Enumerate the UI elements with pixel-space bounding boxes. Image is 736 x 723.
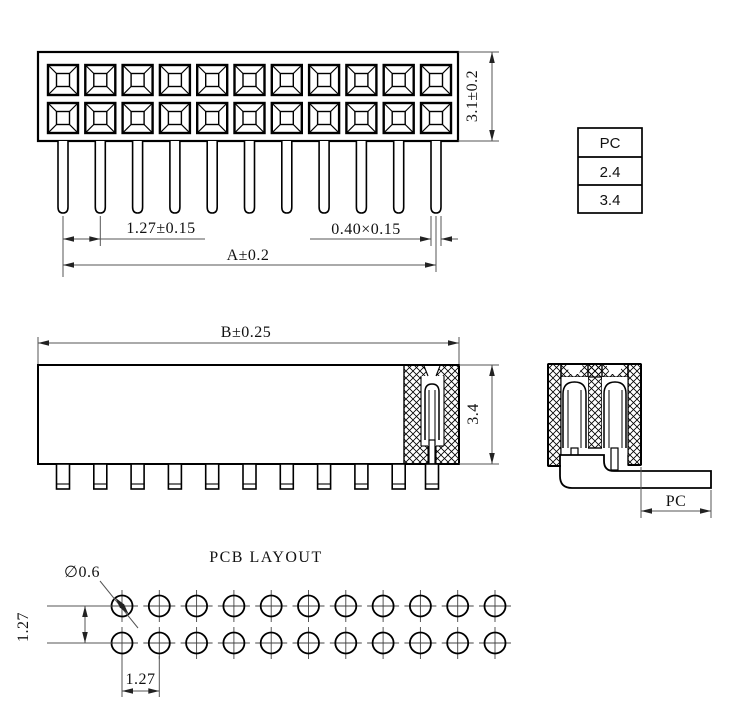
top-view-pins — [57, 141, 442, 214]
pc-table: PC 2.4 3.4 — [577, 127, 643, 214]
end-view-right-wall — [627, 363, 642, 466]
front-view: B±0.25 3.4 — [37, 324, 482, 490]
dim-front-height-label: 3.4 — [465, 403, 482, 425]
dimension-lines — [37, 51, 712, 697]
pcb-hole-grid — [106, 590, 511, 659]
socket-grid — [46, 63, 453, 135]
dim-overall-length-label: B±0.25 — [221, 324, 271, 341]
section-contact — [424, 383, 440, 440]
dim-hole-diameter-label: ∅0.6 — [64, 564, 100, 581]
end-view-contact-right — [603, 381, 627, 448]
end-section-view: PC — [547, 363, 712, 510]
front-view-housing — [37, 364, 460, 465]
top-view: 1.27±0.15 A±0.2 0.40×0.15 3.1±0.2 — [36, 50, 481, 264]
end-view-left-wall — [547, 363, 562, 467]
dim-pitch-label: 1.27±0.15 — [126, 220, 195, 237]
pc-table-value-2: 3.4 — [600, 192, 621, 209]
pcb-layout-title: PCB LAYOUT — [209, 549, 323, 566]
end-view-contact-left — [562, 381, 587, 448]
dim-pin-section-label: 0.40×0.15 — [331, 221, 401, 238]
pc-table-header: PC — [600, 135, 621, 152]
dim-column-pitch-label: 1.27 — [126, 671, 156, 688]
dim-lead-length-label: PC — [666, 493, 687, 510]
front-view-pins — [55, 463, 440, 490]
pc-table-value-1: 2.4 — [600, 164, 621, 181]
dim-row-pitch-label: 1.27 — [15, 612, 32, 642]
pcb-layout: PCB LAYOUT ∅0.6 1.27 1.27 — [15, 549, 511, 688]
pc-table-border — [577, 127, 643, 214]
dim-overall-width-label: A±0.2 — [227, 247, 270, 264]
dim-body-height-label: 3.1±0.2 — [464, 70, 481, 122]
end-view-lead — [559, 454, 712, 489]
